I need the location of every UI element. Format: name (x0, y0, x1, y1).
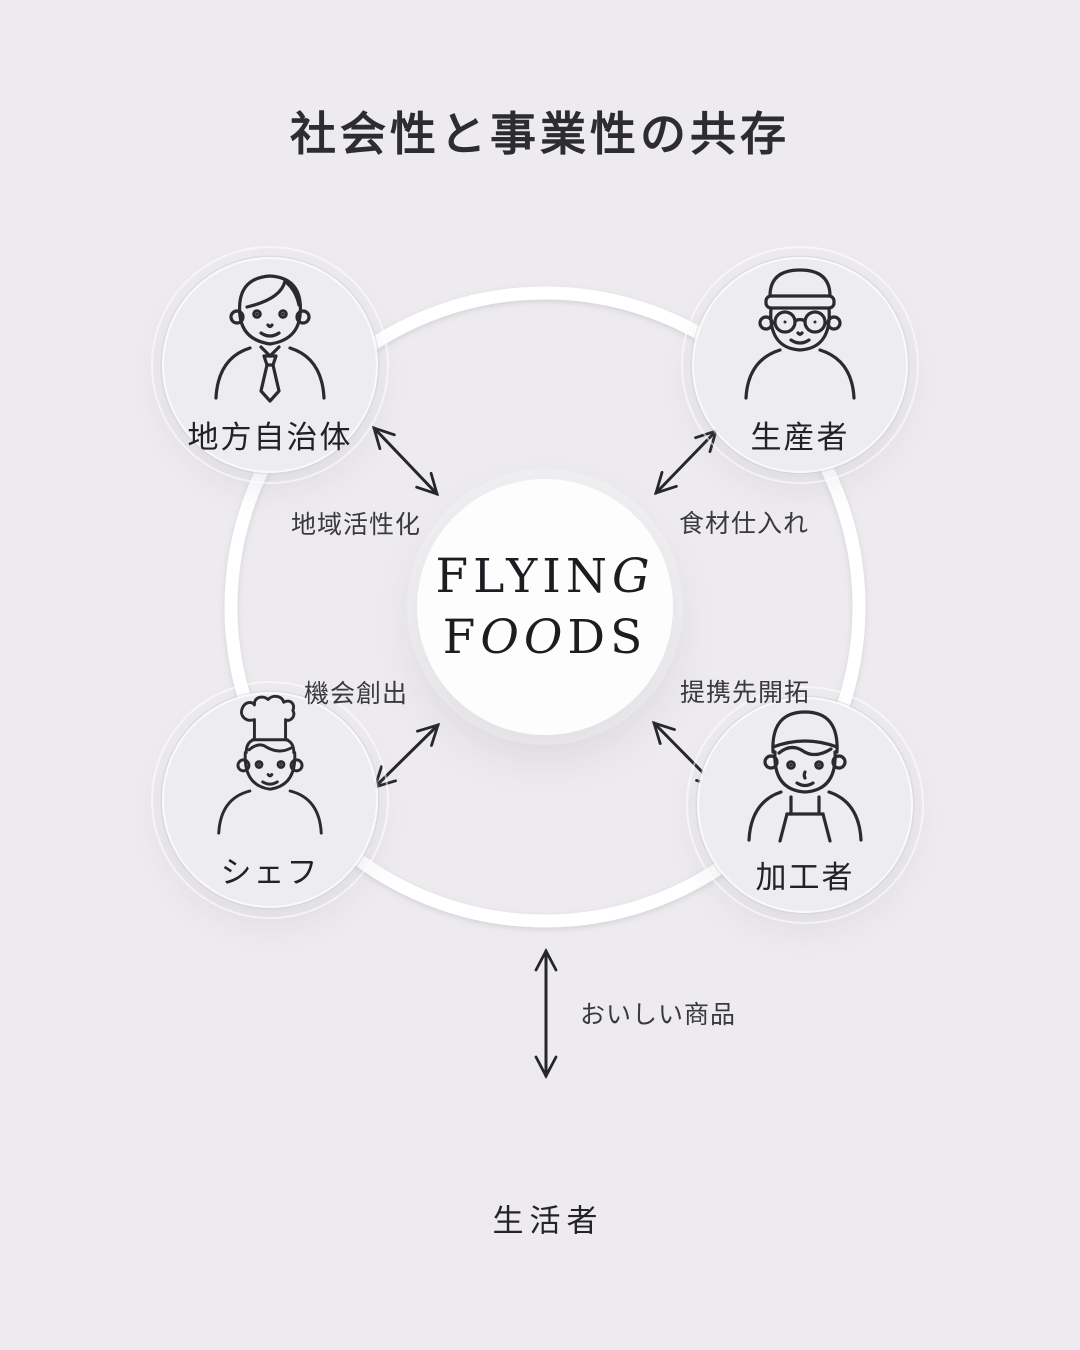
actor-producer: 生産者 (681, 246, 919, 484)
food-processor-icon (747, 710, 863, 843)
actor-label-municipality: 地方自治体 (187, 420, 353, 456)
actor-label-processor: 加工者 (755, 860, 855, 896)
arrow-municipality-center (371, 425, 440, 497)
farmer-icon (744, 268, 856, 400)
government-officer-icon (214, 274, 326, 403)
actor-municipality: 地方自治体 (151, 246, 389, 484)
arrow-producer-center (653, 428, 719, 496)
connection-ring (224, 286, 866, 928)
actor-label-chef: シェフ (220, 855, 320, 891)
actor-chef: シェフ (151, 681, 389, 919)
page-title: 社会性と事業性の共存 (290, 107, 790, 161)
actor-processor: 加工者 (686, 686, 924, 924)
relation-label-producer: 食材仕入れ (678, 510, 810, 538)
relation-label-municipality: 地域活性化 (290, 511, 422, 539)
relation-label-processor: 提携先開拓 (679, 679, 811, 707)
relation-label-chef: 機会創出 (303, 680, 409, 708)
relation-label-consumer-goods: おいしい商品 (579, 1001, 737, 1029)
chef-icon (217, 694, 323, 835)
consumer-label: 生活者 (492, 1203, 604, 1240)
actor-label-producer: 生産者 (750, 420, 850, 456)
arrow-chef-center (372, 722, 441, 790)
